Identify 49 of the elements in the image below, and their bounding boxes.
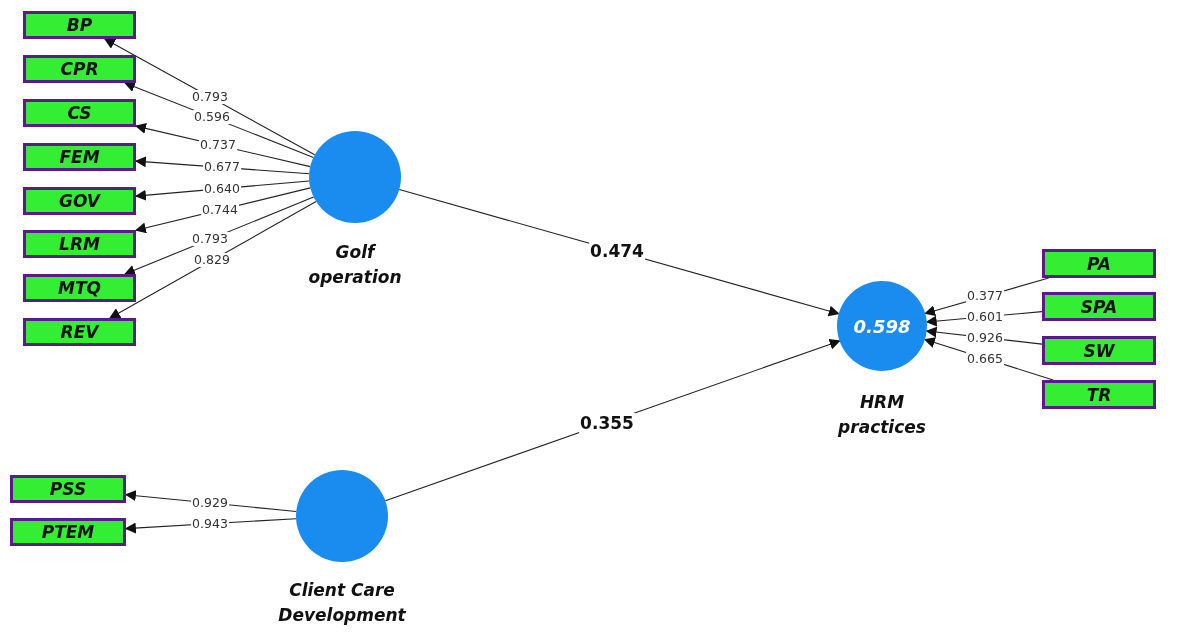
outer-loading: 0.793 <box>191 90 229 104</box>
indicator-label: MTQ <box>58 278 101 298</box>
indicator-box <box>23 11 136 39</box>
indicator-label: CPR <box>60 59 99 79</box>
indicator-label: SW <box>1083 340 1115 361</box>
indicator-box <box>23 274 136 302</box>
outer-loading: 0.943 <box>191 516 229 531</box>
indicator-box <box>1042 380 1156 409</box>
indicator-box <box>23 230 136 258</box>
indicator-label: SPA <box>1080 296 1118 317</box>
outer-loading: 0.596 <box>193 110 231 125</box>
outer-loading: 0.829 <box>193 253 231 268</box>
outer-loading: 0.640 <box>203 181 241 196</box>
indicator-label: PA <box>1086 253 1112 274</box>
outer-loading: 0.793 <box>191 232 229 247</box>
indicator-box <box>1042 249 1156 278</box>
indicator-label: PTEM <box>41 522 95 542</box>
path-coefficient: 0.474 <box>589 241 645 262</box>
arrow <box>109 201 317 319</box>
construct-name: Golf operation <box>307 241 403 289</box>
outer-loading: 0.377 <box>966 289 1004 304</box>
arrow <box>103 38 316 156</box>
indicator-box <box>23 187 136 215</box>
indicator-label: REV <box>60 322 99 342</box>
r-squared-value: 0.598 <box>853 315 911 337</box>
indicator-label: GOV <box>59 191 100 211</box>
outer-loading: 0.665 <box>966 351 1004 366</box>
outer-loading: 0.737 <box>199 138 237 153</box>
outer-loading: 0.601 <box>966 309 1004 324</box>
indicator-box <box>23 55 136 83</box>
outer-loading: 0.926 <box>966 330 1004 345</box>
indicator-box <box>23 99 136 127</box>
indicator-box <box>23 143 136 171</box>
indicator-label: CS <box>67 103 92 123</box>
indicator-label: LRM <box>59 234 100 254</box>
indicator-box <box>23 318 136 346</box>
indicator-box <box>1042 336 1156 365</box>
construct-name: Client Care Development <box>277 579 407 627</box>
indicator-label: PSS <box>49 479 87 499</box>
construct-name: HRM practices <box>837 391 927 439</box>
path-coefficient: 0.355 <box>579 412 635 433</box>
indicator-label: BP <box>66 15 93 35</box>
outer-loading: 0.929 <box>191 496 229 510</box>
indicator-label: TR <box>1086 384 1112 405</box>
outer-loading: 0.744 <box>201 202 239 217</box>
indicator-box <box>10 475 126 503</box>
indicator-box <box>10 518 126 546</box>
indicator-box <box>1042 292 1156 321</box>
indicator-label: FEM <box>59 147 100 167</box>
